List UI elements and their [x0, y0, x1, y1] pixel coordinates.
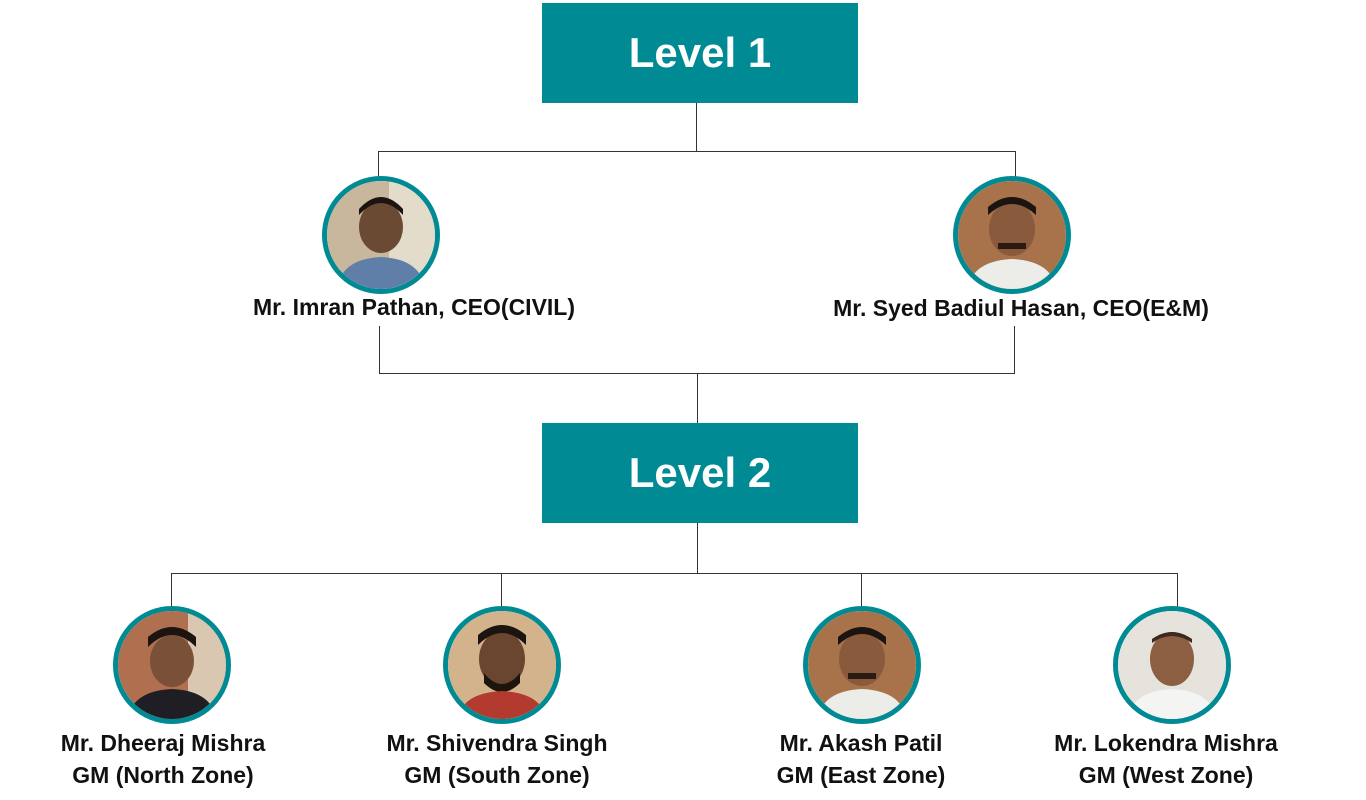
connector-line	[171, 573, 1178, 574]
person-role: GM (North Zone)	[72, 762, 254, 788]
level-2-label: Level 2	[628, 449, 772, 496]
person-name: Mr. Akash Patil	[779, 730, 943, 756]
person-name-label: Mr. Dheeraj Mishra GM (North Zone)	[13, 727, 313, 791]
connector-line	[1015, 151, 1016, 177]
level-1-label: Level 1	[628, 29, 772, 76]
person-name: Mr. Syed Badiul Hasan, CEO(E&M)	[833, 295, 1209, 321]
person-name-label: Mr. Syed Badiul Hasan, CEO(E&M)	[796, 292, 1246, 324]
person-name-label: Mr. Imran Pathan, CEO(CIVIL)	[214, 291, 614, 323]
person-photo-icon	[322, 176, 440, 294]
level-1-box: Level 1	[542, 3, 858, 103]
person-photo-icon	[803, 606, 921, 724]
connector-line	[501, 573, 502, 607]
person-role: GM (West Zone)	[1078, 762, 1254, 788]
connector-line	[1177, 573, 1178, 607]
person-role: GM (South Zone)	[404, 762, 590, 788]
person-photo-icon	[953, 176, 1071, 294]
connector-line	[1014, 326, 1015, 373]
person-photo-icon	[113, 606, 231, 724]
person-name: Mr. Imran Pathan, CEO(CIVIL)	[252, 294, 576, 320]
level-2-box: Level 2	[542, 423, 858, 523]
connector-line	[697, 523, 698, 573]
person-name: Mr. Shivendra Singh	[386, 730, 608, 756]
connector-line	[861, 573, 862, 607]
connector-line	[378, 151, 1015, 152]
connector-line	[379, 326, 380, 373]
connector-line	[697, 373, 698, 423]
person-role: GM (East Zone)	[776, 762, 946, 788]
connector-line	[378, 151, 379, 177]
connector-line	[171, 573, 172, 607]
person-name: Mr. Lokendra Mishra	[1054, 730, 1278, 756]
person-photo-icon	[1113, 606, 1231, 724]
person-name-label: Mr. Shivendra Singh GM (South Zone)	[347, 727, 647, 791]
person-photo-icon	[443, 606, 561, 724]
person-name-label: Mr. Lokendra Mishra GM (West Zone)	[1016, 727, 1316, 791]
connector-line	[696, 103, 697, 151]
person-name: Mr. Dheeraj Mishra	[60, 730, 266, 756]
person-name-label: Mr. Akash Patil GM (East Zone)	[711, 727, 1011, 791]
